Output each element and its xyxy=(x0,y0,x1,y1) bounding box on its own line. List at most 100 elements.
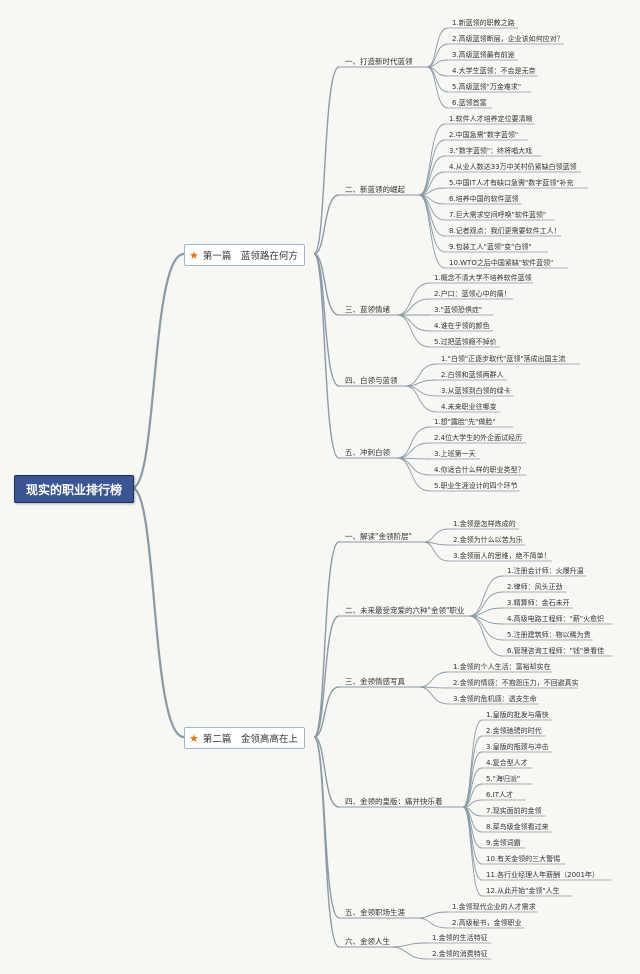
connector-line xyxy=(418,671,450,688)
section-topic[interactable]: 二、新蓝领的崛起 xyxy=(345,185,405,194)
leaf-topic[interactable]: 5.职业生涯设计的四个环节 xyxy=(434,482,518,490)
leaf-topic[interactable]: 6.培养中国的软件蓝领 xyxy=(449,195,519,203)
leaf-topic[interactable]: 2.金领的情感：不抱怨压力，不回避真实 xyxy=(453,679,579,687)
root-topic[interactable]: 现实的职业排行榜 xyxy=(14,475,134,503)
leaf-topic[interactable]: 7.巨大需求空间呼唤"软件蓝领" xyxy=(449,211,547,219)
connector-line xyxy=(416,911,449,919)
connector-line xyxy=(396,314,431,348)
leaf-topic[interactable]: 1.想"露脸"先"做脸" xyxy=(434,418,496,426)
connector-line xyxy=(418,686,450,705)
leaf-topic[interactable]: 2.高级秘书，金领职业 xyxy=(452,919,522,927)
leaf-topic[interactable]: 3.高级蓝领最有前途 xyxy=(452,51,515,59)
section-topic[interactable]: 二、未来最受宠爱的六种"金领"职业 xyxy=(345,606,465,615)
connector-line xyxy=(404,385,438,397)
leaf-topic[interactable]: 4.谁在乎领的颜色 xyxy=(434,322,490,330)
connector-line xyxy=(390,946,429,960)
leaf-topic[interactable]: 3.上班第一天 xyxy=(434,450,476,458)
part-topic[interactable]: ★第一篇 蓝领路在何方 xyxy=(184,244,305,266)
section-topic[interactable]: 五、金领职场生涯 xyxy=(345,908,405,917)
section-topic[interactable]: 三、金领情感写真 xyxy=(345,677,405,686)
leaf-topic[interactable]: 5.中国IT人才有缺口急需"数字蓝领"补充 xyxy=(449,179,574,187)
leaf-topic[interactable]: 3.皇版的瓶颈与冲击 xyxy=(486,743,549,751)
leaf-topic[interactable]: 4.大学生蓝领：不会是无奈 xyxy=(452,67,536,75)
section-topic[interactable]: 一、打造新时代蓝领 xyxy=(345,57,413,66)
leaf-topic[interactable]: 7.现实面前的金领 xyxy=(486,807,542,815)
leaf-topic[interactable]: 2.4位大学生的外企面试经历 xyxy=(434,434,523,442)
leaf-topic[interactable]: 1.金领是怎样炼成的 xyxy=(453,520,516,528)
leaf-topic[interactable]: 1.金领的生活特征 xyxy=(432,934,488,942)
leaf-topic[interactable]: 4.复合型人才 xyxy=(486,759,528,767)
leaf-topic[interactable]: 5."海归派" xyxy=(486,775,521,783)
connector-line xyxy=(468,575,504,617)
leaf-topic[interactable]: 2.白领和蓝领两群人 xyxy=(441,371,504,379)
leaf-topic[interactable]: 4.高级电路工程师："薪"火愈炽 xyxy=(507,615,605,623)
connector-line xyxy=(313,253,340,387)
connector-line xyxy=(468,615,504,657)
part-topic[interactable]: ★第二篇 金领高高在上 xyxy=(184,727,305,749)
section-topic[interactable]: 一、解读"金领阶层" xyxy=(345,532,412,541)
leaf-topic[interactable]: 1.软件人才培养定位要清晰 xyxy=(449,115,533,123)
leaf-topic[interactable]: 1.注册会计师：火爆升温 xyxy=(507,567,584,575)
leaf-topic[interactable]: 3.金领丽人的思维，绝不简单！ xyxy=(453,552,551,560)
part-label: 第一篇 蓝领路在何方 xyxy=(202,251,298,262)
leaf-topic[interactable]: 1.皇版的批发与痛快 xyxy=(486,711,549,719)
leaf-topic[interactable]: 1."白领"正逐步取代"蓝领"落成出国主流 xyxy=(441,355,566,363)
leaf-topic[interactable]: 2.律师：风头正劲 xyxy=(507,583,563,591)
leaf-topic[interactable]: 2.金领的消费特征 xyxy=(432,950,488,958)
connector-line xyxy=(462,751,483,808)
leaf-topic[interactable]: 8.记者观点：我们更需要软件工人！ xyxy=(449,227,561,235)
connector-line xyxy=(396,298,431,316)
part-label: 第二篇 金领高高在上 xyxy=(202,734,298,745)
leaf-topic[interactable]: 2.金领驰骋的时代 xyxy=(486,727,542,735)
leaf-topic[interactable]: 6.管理咨询工程师："钱"景看佳 xyxy=(507,647,605,655)
leaf-topic[interactable]: 3.精算师：金石未开 xyxy=(507,599,570,607)
leaf-topic[interactable]: 1.新蓝领的职教之路 xyxy=(452,19,515,27)
connector-line xyxy=(396,426,431,459)
leaf-topic[interactable]: 4.你适合什么样的职业类型？ xyxy=(434,466,525,474)
leaf-topic[interactable]: 2.金领为什么以苦为乐 xyxy=(453,536,523,544)
leaf-topic[interactable]: 6.蓝领首富 xyxy=(452,99,487,107)
leaf-topic[interactable]: 1.概念不清大学不培养软件蓝领 xyxy=(434,274,532,282)
connector-line xyxy=(418,194,446,221)
leaf-topic[interactable]: 3.金领的危机感：透支生命 xyxy=(453,695,537,703)
section-topic[interactable]: 三、蓝领情绪 xyxy=(345,305,390,314)
leaf-topic[interactable]: 2.中国急需"数字蓝领" xyxy=(449,131,519,139)
leaf-topic[interactable]: 1.金领现代企业的人才需求 xyxy=(452,903,536,911)
connector-line xyxy=(426,66,449,93)
leaf-topic[interactable]: 9.金领词霸 xyxy=(486,839,521,847)
section-topic[interactable]: 四、金领的皇版：痛并快乐着 xyxy=(345,797,443,806)
connector-line xyxy=(313,253,340,459)
leaf-topic[interactable]: 8.菜鸟级金领看过来 xyxy=(486,823,549,831)
leaf-topic[interactable]: 4.未来职业往哪变 xyxy=(441,403,497,411)
connector-line xyxy=(468,615,504,641)
connector-line xyxy=(426,27,449,68)
section-topic[interactable]: 四、白领与蓝领 xyxy=(345,376,398,385)
connector-line xyxy=(462,783,483,808)
leaf-topic[interactable]: 5.过把蓝领瘾不掉价 xyxy=(434,338,497,346)
leaf-topic[interactable]: 12.从此开始"金领"人生 xyxy=(486,887,560,895)
connector-line xyxy=(313,253,340,316)
connector-line xyxy=(131,486,185,739)
leaf-topic[interactable]: 9.包装工人"蓝领"变"白领" xyxy=(449,243,532,251)
section-topic[interactable]: 六、金领人生 xyxy=(345,937,390,946)
leaf-topic[interactable]: 4.从业人数达33万中关村仍紧缺白领蓝领 xyxy=(449,163,577,171)
leaf-topic[interactable]: 2.户口：蓝领心中的痛！ xyxy=(434,290,511,298)
connector-line xyxy=(418,123,446,196)
leaf-topic[interactable]: 10.有关金领的三大警惕 xyxy=(486,855,561,863)
leaf-topic[interactable]: 11.各行业经理人年薪酬（2001年） xyxy=(486,871,599,879)
connector-line xyxy=(418,171,446,196)
connector-line xyxy=(390,942,429,948)
connector-line xyxy=(404,363,438,387)
leaf-topic[interactable]: 3.从蓝领到白领的绿卡 xyxy=(441,387,511,395)
leaf-topic[interactable]: 1.金领的个人生活：富裕却实在 xyxy=(453,663,551,671)
leaf-topic[interactable]: 5.高级蓝领"万金难求" xyxy=(452,83,522,91)
leaf-topic[interactable]: 3."蓝领恐惧症" xyxy=(434,306,483,314)
leaf-topic[interactable]: 2.高级蓝领断层，企业该如何应对？ xyxy=(452,35,564,43)
leaf-topic[interactable]: 10.WTO之后中国紧缺"软件蓝领" xyxy=(449,259,554,267)
connector-line xyxy=(313,194,340,255)
leaf-topic[interactable]: 6.IT人才 xyxy=(486,791,514,799)
section-topic[interactable]: 五、冲刺白领 xyxy=(345,448,390,457)
leaf-topic[interactable]: 5.注册建筑师：物以稀为贵 xyxy=(507,631,591,639)
leaf-topic[interactable]: 3."数字蓝领"：终将唱大戏 xyxy=(449,147,533,155)
